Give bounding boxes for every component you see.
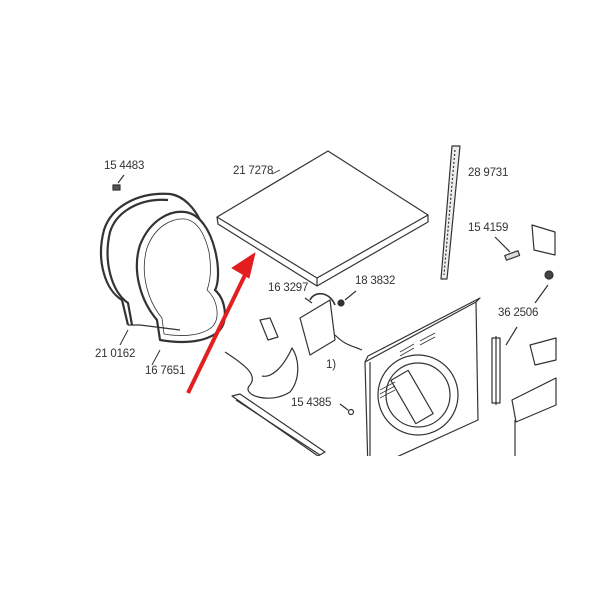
label-210162: 21 0162 <box>95 348 136 360</box>
label-154159: 15 4159 <box>468 222 509 234</box>
lid-217278 <box>216 150 429 287</box>
label-154385: 15 4385 <box>291 397 332 409</box>
red-arrow-indicator <box>186 252 256 394</box>
label-163297: 16 3297 <box>268 282 309 294</box>
control-module-163297 <box>299 290 363 356</box>
label-183832: 18 3832 <box>355 275 396 287</box>
label-289731: 28 9731 <box>468 167 509 179</box>
screw-154385 <box>339 403 355 416</box>
label-362506: 36 2506 <box>498 307 539 319</box>
strip-289731 <box>440 145 461 280</box>
footnote-marker: 1) <box>326 359 336 371</box>
gasket-210162 <box>100 192 201 346</box>
label-217278: 21 7278 <box>233 165 274 177</box>
screw-154483 <box>112 174 125 191</box>
base-rail <box>231 393 326 456</box>
label-154483: 15 4483 <box>104 160 145 172</box>
label-167651: 16 7651 <box>145 365 186 377</box>
air-duct <box>224 317 299 399</box>
rear-panel <box>364 297 481 456</box>
clip-154159 <box>494 224 556 304</box>
heater-362506 <box>491 326 557 456</box>
